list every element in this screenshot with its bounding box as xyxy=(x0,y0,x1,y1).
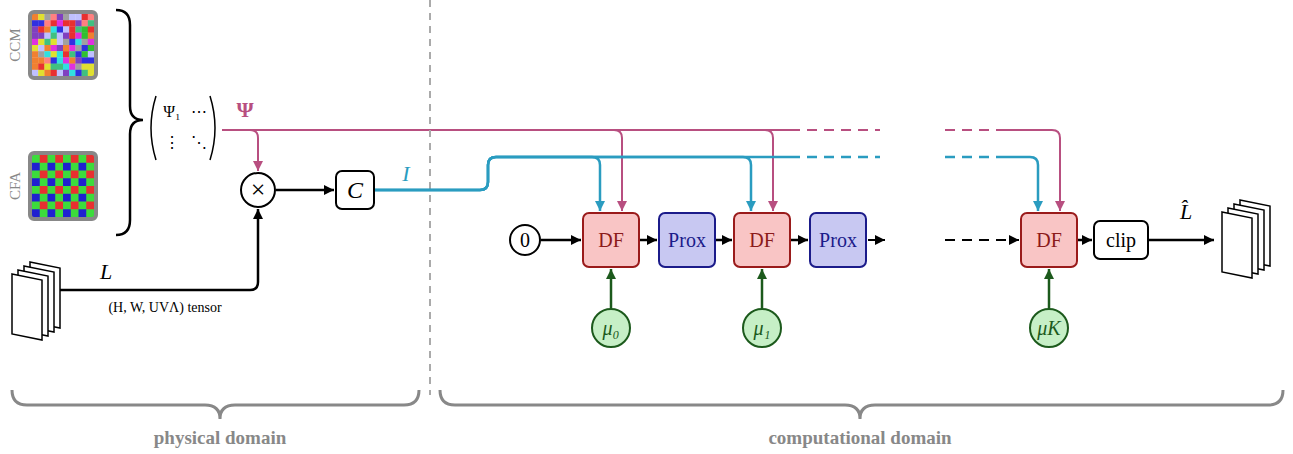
prox-box: Prox xyxy=(809,212,867,268)
ccm-frame xyxy=(30,12,96,78)
signal-name: Ψ xyxy=(236,99,253,121)
matrix-entry: ⋮ xyxy=(164,135,180,151)
connector xyxy=(541,240,581,241)
matrix-paren xyxy=(210,96,215,160)
init-circle: 0 xyxy=(509,224,541,256)
connector xyxy=(1078,240,1092,241)
node-text: μ₁ xyxy=(754,318,771,338)
param-circle: μK xyxy=(1029,308,1069,348)
dimension-note: (H, W, UVΛ) tensor xyxy=(108,301,221,315)
signal-wire xyxy=(868,239,885,241)
node-text: 0 xyxy=(520,230,530,250)
signal-wire xyxy=(60,209,258,290)
matrix-paren xyxy=(151,96,156,160)
signal-name: I xyxy=(402,163,409,185)
clip-box: clip xyxy=(1093,220,1149,260)
matrix-entry: ⋯ xyxy=(191,104,207,120)
image-label: CFA xyxy=(8,172,23,200)
node-text: DF xyxy=(1036,230,1062,250)
node-text: C xyxy=(347,178,363,202)
connector xyxy=(375,157,1038,211)
df-box: DF xyxy=(582,212,640,268)
signal-wire xyxy=(945,239,1019,241)
image-stack xyxy=(1222,200,1270,278)
node-text: Prox xyxy=(819,230,857,250)
node-text: clip xyxy=(1106,230,1136,250)
connector xyxy=(611,269,612,308)
df-box: DF xyxy=(1020,212,1078,268)
ccm-mosaic xyxy=(32,14,94,76)
separator xyxy=(429,0,431,395)
df-box: DF xyxy=(733,212,791,268)
brace xyxy=(116,10,143,235)
image-label: CCM xyxy=(8,28,23,61)
connector xyxy=(791,240,808,241)
domain-label: physical domain xyxy=(154,428,287,447)
node-text: DF xyxy=(749,230,775,250)
matrix-entry: ⋱ xyxy=(191,135,207,151)
brace xyxy=(12,390,419,419)
psi-wire xyxy=(222,130,1060,211)
node-text: DF xyxy=(598,230,624,250)
node-text: Prox xyxy=(668,230,706,250)
brace xyxy=(440,390,1283,419)
signal-name: L xyxy=(100,261,112,283)
node-text: μK xyxy=(1037,318,1060,338)
connector xyxy=(762,269,763,308)
signal-name: L̂ xyxy=(1180,201,1192,223)
image-stack xyxy=(12,262,60,340)
cfa-pattern xyxy=(32,155,94,217)
signal-wire xyxy=(1149,239,1214,242)
matrix-entry: Ψ₁ xyxy=(163,104,180,120)
cfa-frame xyxy=(30,153,96,219)
connector xyxy=(276,190,334,191)
prox-box: Prox xyxy=(658,212,716,268)
connector xyxy=(1049,269,1050,308)
param-circle: μ₀ xyxy=(591,308,631,348)
param-circle: μ₁ xyxy=(742,308,782,348)
node-text: μ₀ xyxy=(603,318,620,338)
connector xyxy=(716,240,732,241)
domain-label: computational domain xyxy=(768,428,951,447)
connector xyxy=(375,157,751,211)
capture-op: C xyxy=(335,170,375,210)
multiply-op: × xyxy=(240,172,276,208)
node-text: × xyxy=(251,177,266,203)
connector xyxy=(640,240,657,241)
